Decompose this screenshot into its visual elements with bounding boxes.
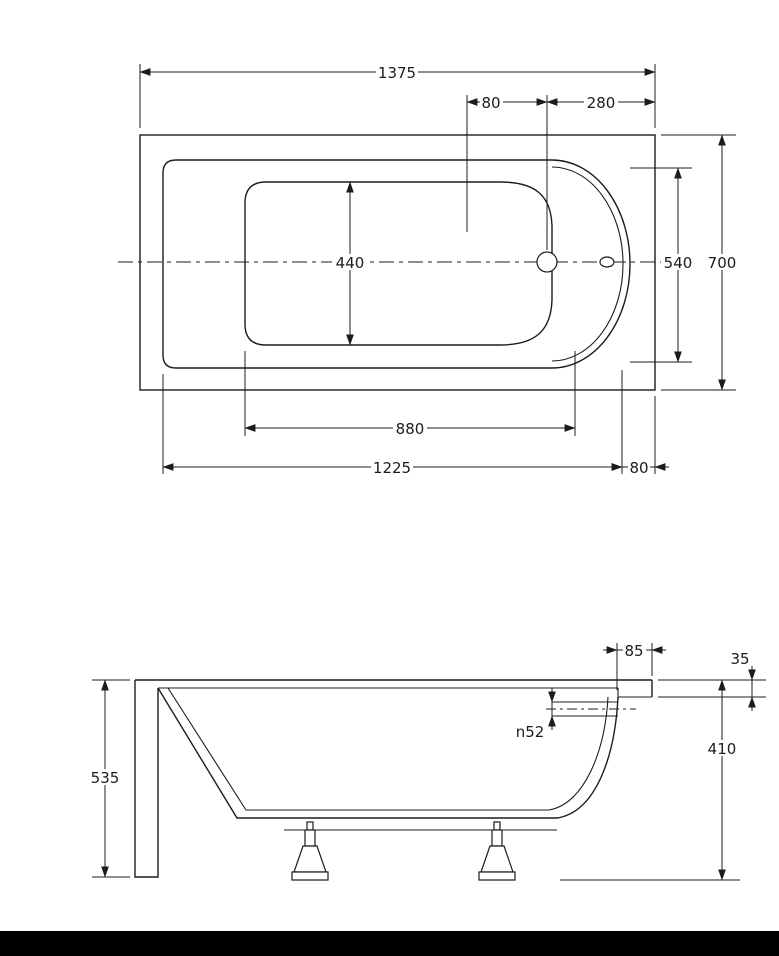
dim-drain-to-end: 280 — [587, 94, 616, 112]
dim-inner-length: 1225 — [373, 459, 411, 477]
dim-total-height: 535 — [91, 769, 120, 787]
dim-rim-width: 540 — [664, 254, 693, 272]
side-view: 85 35 n52 410 535 — [88, 642, 766, 881]
dim-overflow-to-edge: 85 — [624, 642, 643, 660]
shell-inner — [167, 687, 609, 811]
foot-right — [478, 821, 516, 881]
extension-lines-top-view — [139, 64, 736, 474]
extension-lines-side-view — [92, 643, 766, 881]
dim-rim-lip-height: 35 — [730, 650, 749, 668]
rim-step-arc — [551, 166, 624, 362]
footer-bar — [0, 931, 779, 956]
dim-overflow-diameter: n52 — [516, 723, 545, 741]
dim-drain-offset: 80 — [481, 94, 500, 112]
dim-overall-length: 1375 — [378, 64, 416, 82]
dimension-lines-top-view — [139, 68, 726, 471]
foot-left — [291, 821, 329, 881]
shell-outer — [157, 687, 619, 819]
dim-basin-length: 880 — [396, 420, 425, 438]
dimension-labels-top-view: 1375 80 280 440 540 700 880 1225 80 — [332, 64, 739, 477]
drain-hole — [536, 251, 558, 273]
basin-outline — [244, 181, 553, 346]
apron-panel — [134, 680, 159, 878]
dim-overall-width: 700 — [708, 254, 737, 272]
dimension-labels-side-view: 85 35 n52 410 535 — [88, 642, 750, 787]
top-view: 1375 80 280 440 540 700 880 1225 80 — [118, 64, 739, 477]
dim-end-margin: 80 — [629, 459, 648, 477]
dim-basin-width: 440 — [336, 254, 365, 272]
tub-profile — [134, 679, 653, 881]
inner-rim-outline — [162, 159, 631, 369]
dim-depth: 410 — [708, 740, 737, 758]
dimension-lines-side-view — [101, 646, 756, 881]
overflow-hole-top — [599, 256, 615, 268]
